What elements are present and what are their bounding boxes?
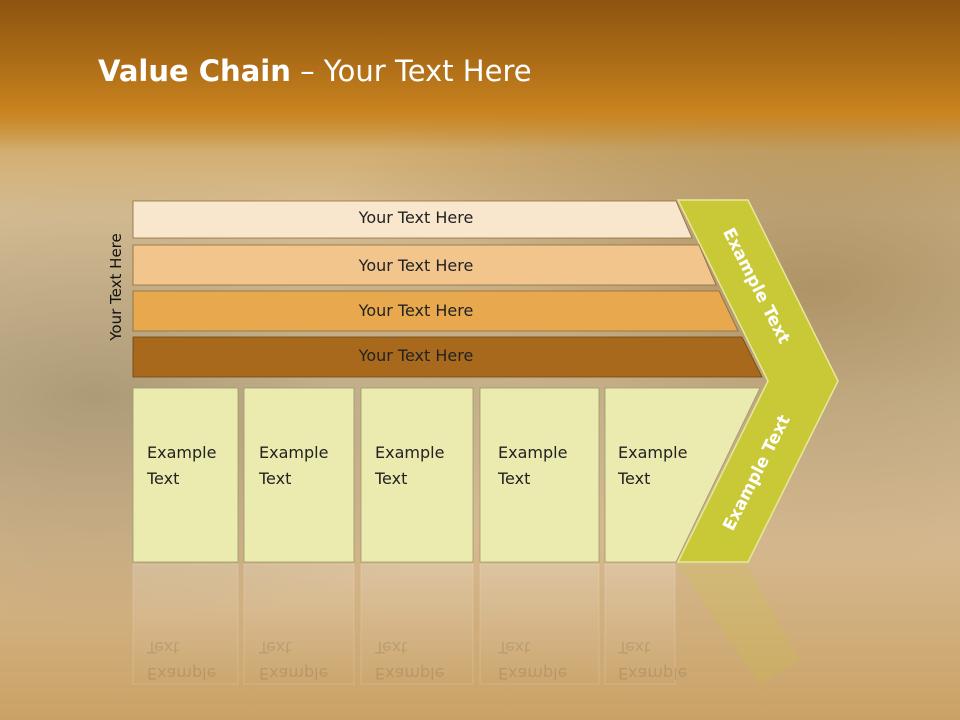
- cell-2: [243, 387, 355, 563]
- cell-1-line1: Example: [147, 443, 217, 462]
- cell-1-line2: Text: [147, 469, 180, 488]
- cell-2-line1: Example: [259, 443, 329, 462]
- cell-2-reflection: Example Text: [259, 634, 328, 686]
- cell-1-reflection-line2: Text: [147, 638, 180, 657]
- bar-2-label: Your Text Here: [358, 256, 474, 275]
- cell-4-reflection-line2: Text: [498, 638, 531, 657]
- cell-4-reflection-line1: Example: [498, 664, 568, 683]
- cell-3-line2: Text: [375, 469, 408, 488]
- title-bold: Value Chain: [98, 54, 291, 88]
- cell-1: [132, 387, 239, 563]
- cell-5-line2: Text: [618, 469, 651, 488]
- reflection: [132, 563, 800, 685]
- cell-4-line1: Example: [498, 443, 568, 462]
- cell-3: [360, 387, 474, 563]
- cell-5-line1: Example: [618, 443, 688, 462]
- cell-5-reflection-line1: Example: [618, 664, 688, 683]
- bar-2: [132, 244, 717, 286]
- cell-1-reflection-line1: Example: [147, 664, 217, 683]
- cell-3-reflection: Example Text: [375, 634, 444, 686]
- title-rest: – Your Text Here: [290, 54, 532, 88]
- slide-title: Value Chain – Your Text Here: [98, 54, 532, 88]
- bar-3-label: Your Text Here: [358, 301, 474, 320]
- cell-5-reflection: Example Text: [618, 634, 687, 686]
- cell-4-reflection: Example Text: [498, 634, 567, 686]
- title-bar: [0, 0, 960, 150]
- cell-5: [604, 387, 761, 563]
- bar-3: [132, 290, 739, 332]
- cell-3-line1: Example: [375, 443, 445, 462]
- cell-2-reflection-line1: Example: [259, 664, 329, 683]
- cell-3-reflection-line1: Example: [375, 664, 445, 683]
- cell-5-reflection-line2: Text: [618, 638, 651, 657]
- chevron-arrow: [676, 199, 839, 563]
- bar-1-label: Your Text Here: [358, 208, 474, 227]
- bar-4-label: Your Text Here: [358, 346, 474, 365]
- cell-4: [479, 387, 600, 563]
- cell-3-reflection-line2: Text: [375, 638, 408, 657]
- cell-4-line2: Text: [498, 469, 531, 488]
- cell-2-line2: Text: [259, 469, 292, 488]
- cell-1-reflection: Example Text: [147, 634, 216, 686]
- bar-4: [132, 336, 763, 378]
- cell-2-reflection-line2: Text: [259, 638, 292, 657]
- bar-1: [132, 200, 693, 239]
